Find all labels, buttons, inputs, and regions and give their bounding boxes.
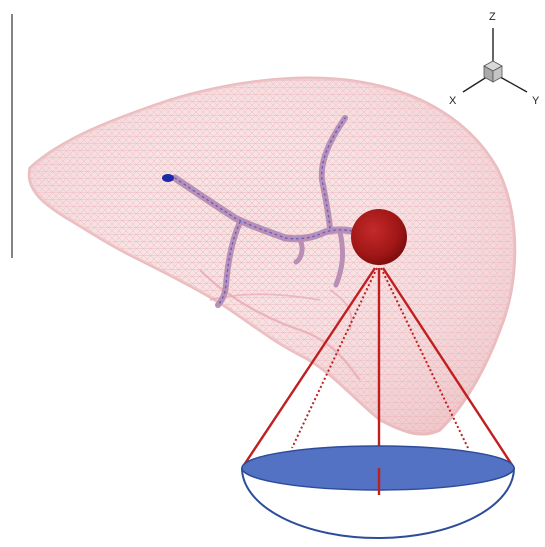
detector-dish	[242, 446, 514, 538]
entry-marker	[162, 174, 174, 182]
source-sphere	[351, 209, 407, 265]
axes-triad: Z X Y	[449, 11, 540, 107]
axis-z-label: Z	[489, 11, 496, 23]
cube-icon	[484, 61, 502, 82]
axis-x-label: X	[449, 95, 457, 107]
liver-mesh	[29, 78, 515, 434]
axis-y-label: Y	[532, 95, 540, 107]
